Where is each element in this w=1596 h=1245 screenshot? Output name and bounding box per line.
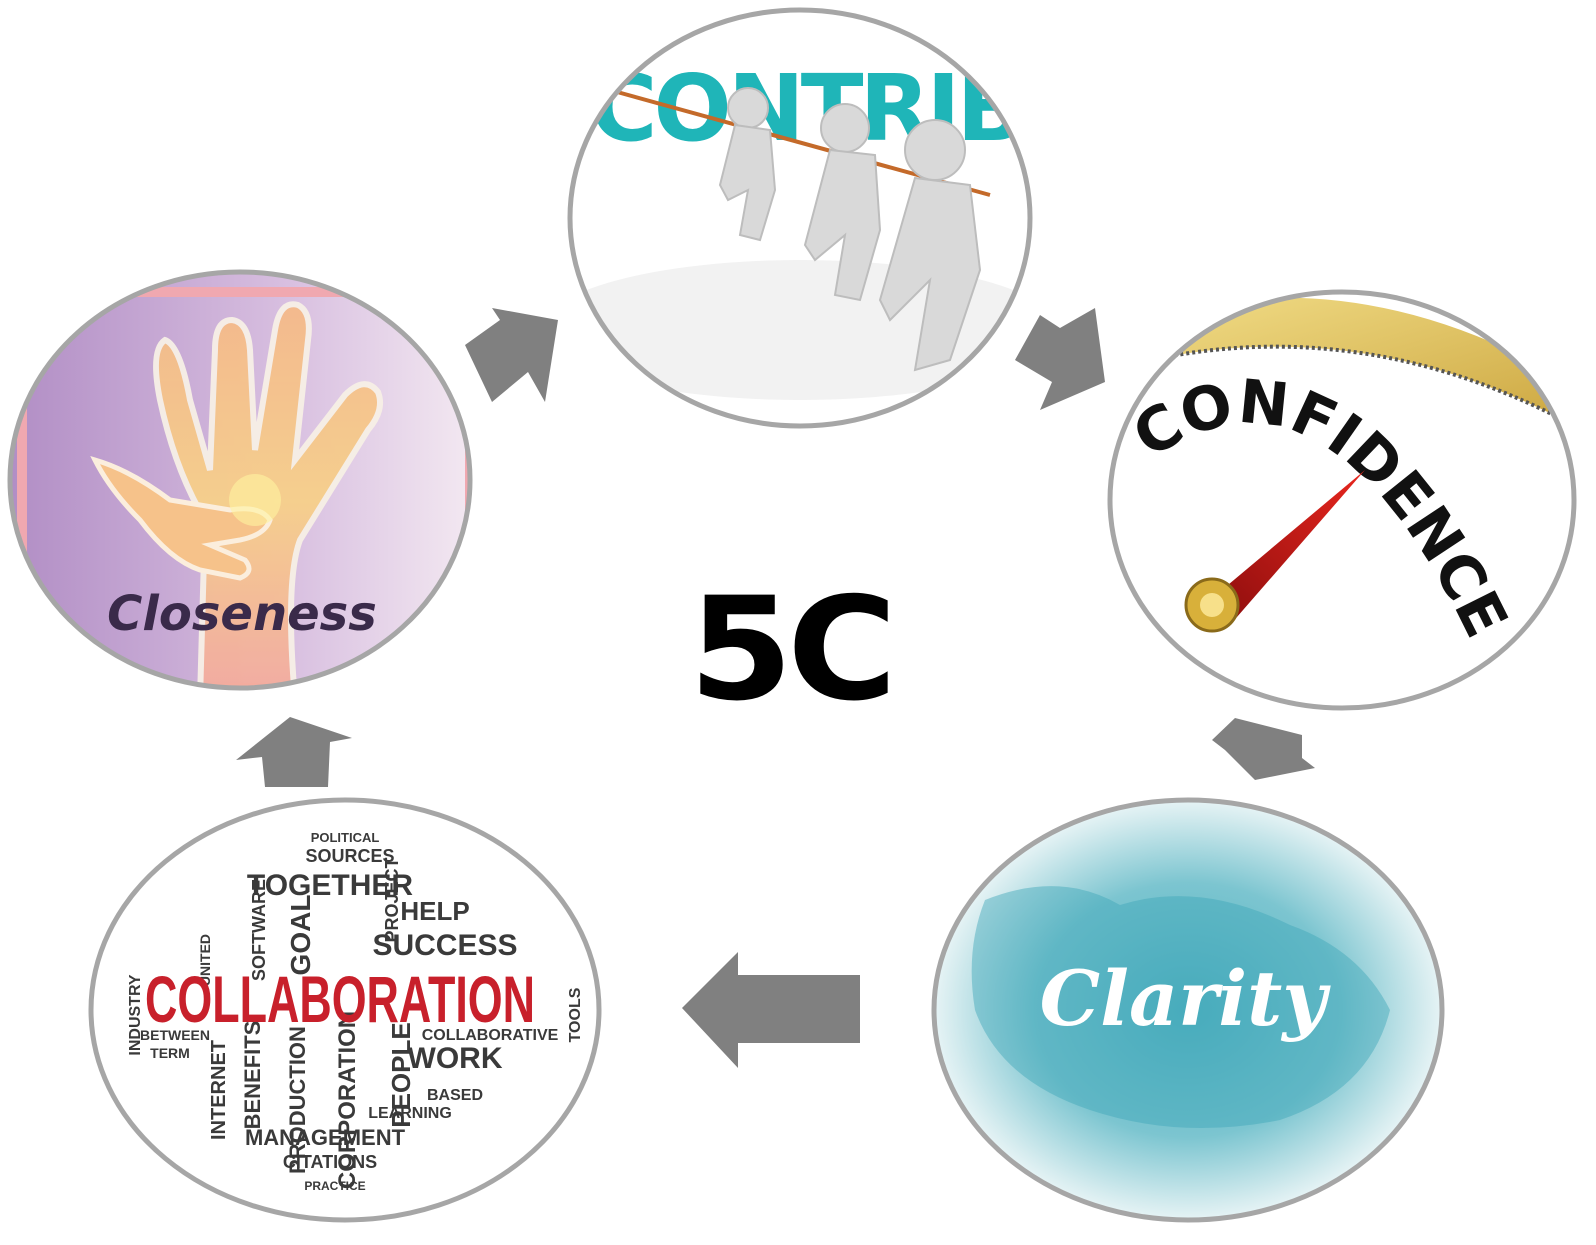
arrow-contribute-to-confidence-icon — [1015, 308, 1105, 410]
cloud-word: BENEFITS — [240, 1021, 265, 1130]
cloud-word: INTERNET — [208, 1040, 230, 1140]
arrow-confidence-to-clarity-icon — [1212, 718, 1315, 780]
cloud-word: SUCCESS — [372, 929, 517, 962]
arrow-clarity-to-collaboration-icon — [682, 952, 860, 1068]
cloud-word: WORK — [408, 1042, 503, 1075]
collaboration-word: COLLABORATION — [145, 962, 535, 1036]
cloud-word: MANAGEMENT — [245, 1125, 406, 1150]
node-closeness: Closeness — [7, 269, 473, 691]
cloud-word: TOOLS — [567, 987, 584, 1042]
cloud-word: COLLABORATIVE — [422, 1027, 559, 1044]
helping-hands-icon — [90, 301, 383, 688]
diagram-title: 5C — [688, 567, 897, 733]
arrow-collaboration-to-closeness-icon — [236, 717, 352, 787]
cloud-word: BETWEEN — [140, 1027, 210, 1043]
cloud-word: TERM — [150, 1045, 190, 1061]
compass-needle-icon — [1184, 470, 1365, 633]
cloud-word: INDUSTRY — [127, 974, 144, 1056]
cloud-word: PROJECT — [382, 857, 402, 942]
closeness-label: Closeness — [107, 586, 377, 642]
cloud-word: PEOPLE — [386, 1022, 416, 1127]
cloud-word: POLITICAL — [311, 830, 380, 845]
cloud-word: SOURCES — [305, 846, 394, 866]
figures-pulling-rope-icon — [718, 87, 982, 372]
cloud-word: TOGETHER — [247, 869, 413, 902]
arrow-closeness-to-contribute-icon — [465, 308, 558, 402]
cycle-arrows — [236, 308, 1315, 1068]
cloud-word: PRACTICE — [304, 1179, 365, 1193]
clarity-label: Clarity — [1040, 954, 1332, 1043]
node-contribute: CONTRIBUTE — [567, 7, 1033, 429]
cloud-word: BASED — [427, 1087, 483, 1104]
node-confidence: CONFIDENCE — [1107, 289, 1577, 711]
cloud-word: PRODUCTION — [285, 1026, 310, 1174]
node-clarity: Clarity — [931, 797, 1445, 1223]
cloud-word: SOFTWARE — [249, 879, 269, 981]
cloud-word: CITATIONS — [283, 1152, 377, 1172]
cloud-word: GOAL — [285, 895, 316, 976]
cloud-word: HELP — [400, 896, 469, 926]
cloud-word: UNITED — [197, 934, 213, 986]
cloud-word: CORPORATION — [334, 1011, 361, 1189]
cloud-word: LEARNING — [368, 1105, 452, 1122]
